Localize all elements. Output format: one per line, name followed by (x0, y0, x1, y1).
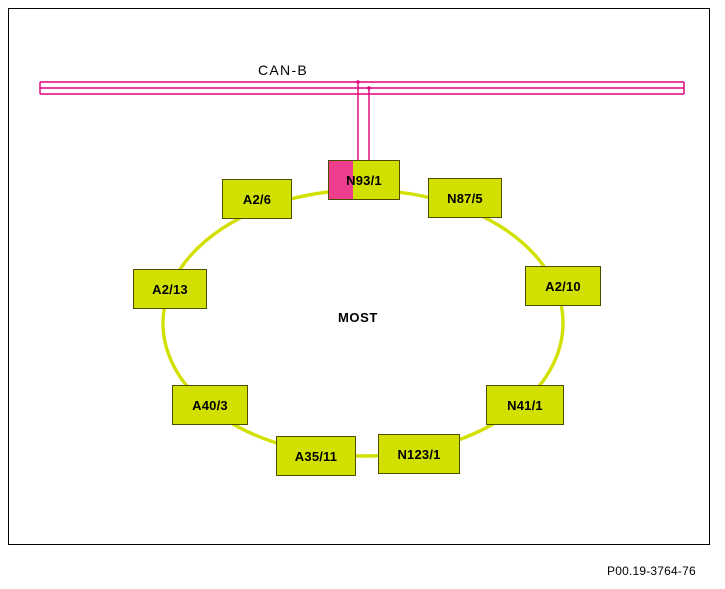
most-label: MOST (338, 310, 378, 325)
node-a2-10[interactable]: A2/10 (525, 266, 601, 306)
node-label: A2/13 (152, 281, 188, 297)
node-label: A40/3 (192, 397, 228, 413)
node-a2-13[interactable]: A2/13 (133, 269, 207, 309)
can-b-drop-lines (356, 80, 371, 162)
node-n93-1[interactable]: N93/1 (328, 160, 400, 200)
node-n87-5[interactable]: N87/5 (428, 178, 502, 218)
can-b-bus-lines (39, 81, 685, 95)
node-n123-1[interactable]: N123/1 (378, 434, 460, 474)
node-label: A2/6 (242, 191, 272, 207)
node-a35-11[interactable]: A35/11 (276, 436, 356, 476)
can-b-label: CAN-B (254, 62, 313, 78)
node-a2-6[interactable]: A2/6 (222, 179, 292, 219)
node-a40-3[interactable]: A40/3 (172, 385, 248, 425)
figure-code: P00.19-3764-76 (607, 564, 696, 578)
node-label: N87/5 (447, 190, 483, 206)
node-n41-1[interactable]: N41/1 (486, 385, 564, 425)
node-label: A2/10 (545, 278, 581, 294)
node-label: N93/1 (346, 172, 382, 188)
node-label: N41/1 (507, 397, 543, 413)
node-label: N123/1 (397, 446, 441, 462)
node-label: A35/11 (294, 448, 338, 464)
